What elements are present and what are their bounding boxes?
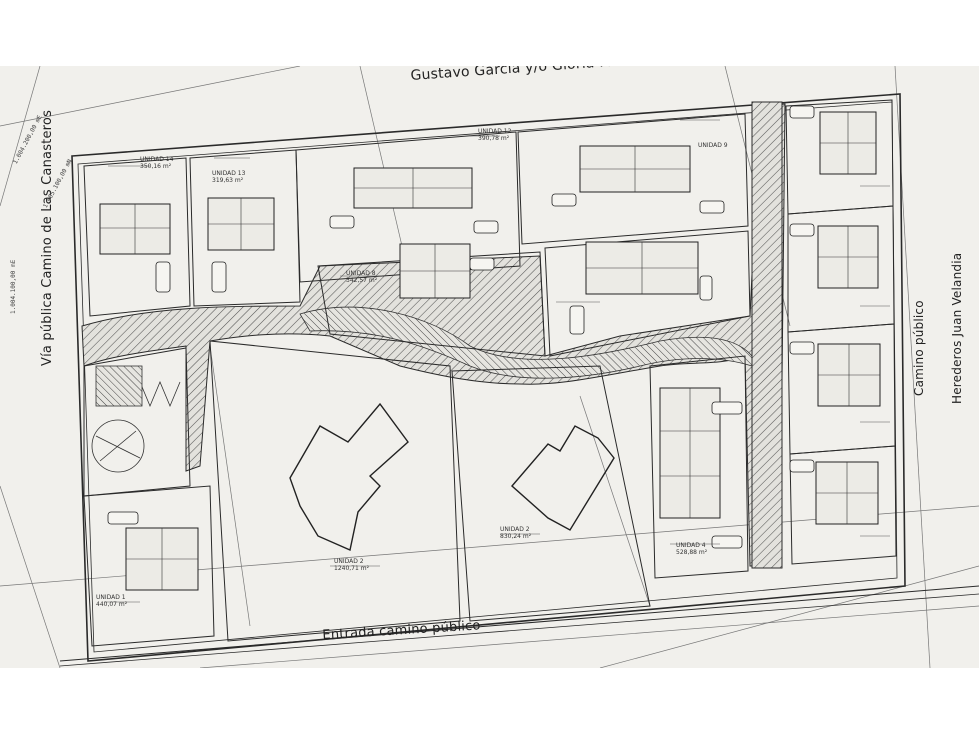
site-plan-drawing	[0, 66, 979, 668]
street-label-left: Vía pública Camino de Las Canasteros	[40, 109, 55, 366]
internal-road	[81, 101, 786, 569]
lot-outlines	[83, 99, 897, 647]
coordinate-label: 1.004.100,00 mE	[10, 259, 17, 314]
parking-cars	[107, 105, 815, 549]
green-area-symbol	[91, 365, 181, 473]
unit-label: UNIDAD 9	[698, 142, 728, 149]
annotation-ticks	[104, 119, 890, 603]
street-label-right-inner: Camino público	[912, 300, 926, 396]
street-label-right-outer: Herederos Juan Velandia	[950, 252, 964, 404]
property-boundary	[59, 93, 979, 667]
plan-sheet: Gustavo García y/o Gloria María Hoaquín …	[0, 66, 979, 668]
building-details	[100, 112, 880, 590]
